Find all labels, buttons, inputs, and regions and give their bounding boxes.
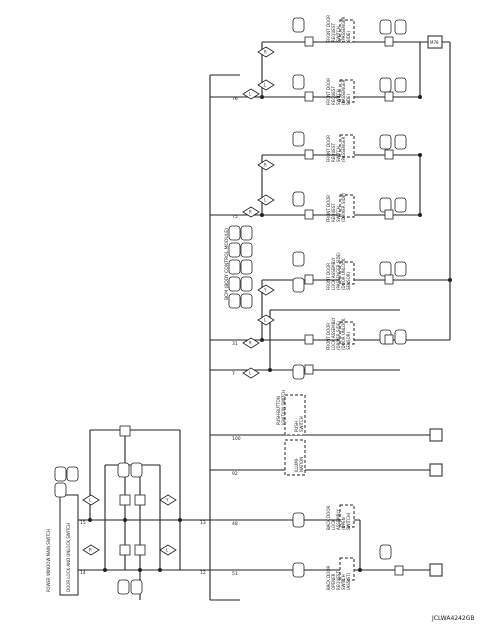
svg-text:(PASSENGER: (PASSENGER — [341, 16, 346, 42]
svg-text:BCM (BODY CONTROL MODULE): BCM (BODY CONTROL MODULE) — [224, 228, 230, 300]
svg-text:(PASSENGER SIDE): (PASSENGER SIDE) — [336, 252, 341, 290]
wire-color-flags: R L R L Y L R L R L — [242, 46, 275, 379]
svg-text:12: 12 — [200, 570, 206, 576]
svg-text:SWITCH: SWITCH — [336, 89, 341, 105]
svg-text:LOCK ASSEMBLY: LOCK ASSEMBLY — [331, 257, 336, 290]
svg-text:L: L — [264, 318, 267, 323]
svg-text:SWITCH: SWITCH — [336, 206, 341, 222]
svg-text:FRONT DOOR: FRONT DOOR — [326, 15, 331, 42]
svg-text:(ASSIST): (ASSIST) — [346, 572, 351, 590]
svg-text:76: 76 — [232, 96, 238, 102]
svg-text:SIDE): SIDE) — [346, 31, 351, 42]
svg-text:92: 92 — [232, 471, 238, 477]
svg-text:(PASSENGER: (PASSENGER — [341, 79, 346, 105]
component-fd-request-passenger-2: FRONT DOOR REQUEST SWITCH (PASSENGER SID… — [326, 78, 355, 105]
component-fd-lock-driver: FRONT DOOR LOCK ASSEMBLY (DRIVER SIDE) (… — [326, 317, 355, 350]
svg-text:OPENER: OPENER — [331, 573, 336, 590]
svg-text:LOCK ASSEMBLY: LOCK ASSEMBLY — [331, 317, 336, 350]
bcm-edge — [209, 74, 240, 601]
bcm-pin-labels: 31 7 75 76 — [232, 96, 238, 377]
svg-text:(DRIVER SIDE): (DRIVER SIDE) — [336, 321, 341, 350]
svg-text:31: 31 — [232, 341, 238, 347]
svg-text:BACK DOOR: BACK DOOR — [326, 506, 331, 530]
svg-text:SWITCH: SWITCH — [336, 146, 341, 162]
svg-text:(DOOR UNLOCK: (DOOR UNLOCK — [341, 258, 346, 290]
ground-connector: M78 — [427, 35, 443, 49]
svg-text:ASSEMBLY: ASSEMBLY — [336, 509, 341, 530]
junction-dots — [260, 95, 452, 372]
svg-text:ILLUMI-: ILLUMI- — [294, 457, 299, 472]
svg-text:SENSOR): SENSOR) — [346, 271, 351, 290]
svg-text:Y: Y — [165, 498, 169, 503]
svg-text:7: 7 — [232, 371, 235, 377]
svg-text:SWITCH: SWITCH — [336, 26, 341, 42]
svg-text:L: L — [249, 371, 252, 376]
svg-text:L: L — [166, 548, 169, 553]
svg-text:REQUEST: REQUEST — [331, 23, 336, 42]
svg-text:BACK DOOR: BACK DOOR — [326, 566, 331, 590]
svg-text:SWITCH: SWITCH — [341, 574, 346, 590]
svg-text:L: L — [264, 83, 267, 88]
component-fd-request-driver: FRONT DOOR REQUEST SWITCH (DRIVER SIDE) — [326, 193, 355, 222]
svg-text:FRONT DOOR: FRONT DOOR — [326, 195, 331, 222]
svg-text:SWITCH: SWITCH — [299, 416, 304, 432]
svg-text:100: 100 — [232, 436, 241, 442]
svg-text:LOCK: LOCK — [331, 519, 336, 530]
svg-text:R: R — [249, 210, 252, 215]
svg-text:75: 75 — [232, 214, 238, 220]
svg-text:L: L — [89, 498, 92, 503]
svg-text:51: 51 — [232, 571, 238, 577]
svg-text:(PASSENGER: (PASSENGER — [341, 136, 346, 162]
svg-text:POWER WINDOW MAIN SWITCH: POWER WINDOW MAIN SWITCH — [46, 529, 51, 592]
svg-text:DOOR LOCK AND UNLOCK SWITCH: DOOR LOCK AND UNLOCK SWITCH — [66, 523, 71, 592]
svg-text:(DRIVER SIDE): (DRIVER SIDE) — [341, 193, 346, 222]
svg-text:REQUEST: REQUEST — [331, 86, 336, 105]
svg-text:R: R — [249, 341, 252, 346]
svg-text:15: 15 — [80, 520, 86, 526]
push-button-section: PUSH SWITCH ILLUMI- NATION PUSH-BUTTON I… — [210, 390, 443, 477]
svg-text:SIDE): SIDE) — [346, 94, 351, 105]
svg-text:REQUEST: REQUEST — [331, 203, 336, 222]
svg-text:REQUEST: REQUEST — [336, 571, 341, 590]
diagram-code: JCLWA4242GB — [431, 615, 475, 622]
svg-text:R: R — [264, 163, 267, 168]
svg-text:FRONT DOOR: FRONT DOOR — [326, 135, 331, 162]
svg-text:SENSOR): SENSOR) — [346, 331, 351, 350]
svg-text:REQUEST: REQUEST — [331, 143, 336, 162]
svg-text:L: L — [249, 92, 252, 97]
svg-text:Y: Y — [263, 288, 267, 293]
svg-text:PUSH-BUTTON: PUSH-BUTTON — [276, 396, 281, 425]
svg-text:FRONT DOOR: FRONT DOOR — [326, 323, 331, 350]
svg-text:R: R — [264, 50, 267, 55]
svg-text:48: 48 — [232, 521, 238, 527]
svg-text:FRONT DOOR: FRONT DOOR — [326, 78, 331, 105]
svg-text:L: L — [264, 198, 267, 203]
svg-text:R: R — [89, 548, 92, 553]
component-fd-request-assist: FRONT DOOR REQUEST SWITCH (PASSENGER SID… — [326, 15, 355, 43]
back-door-section: BACK DOOR LOCK ASSEMBLY (OPEN SWITCH) BA… — [210, 504, 443, 590]
svg-text:SWITCH): SWITCH) — [346, 512, 351, 530]
bcm-connector-pills — [228, 225, 253, 309]
svg-text:IGNITION SWITCH: IGNITION SWITCH — [281, 390, 286, 425]
pin-boxes-upper — [304, 36, 394, 375]
svg-text:NATION: NATION — [299, 457, 304, 472]
svg-text:(OPEN: (OPEN — [341, 517, 346, 530]
svg-text:13: 13 — [200, 520, 206, 526]
svg-text:PUSH: PUSH — [294, 421, 299, 432]
svg-text:FRONT DOOR: FRONT DOOR — [326, 263, 331, 290]
bcm-title: BCM (BODY CONTROL MODULE) — [224, 228, 230, 300]
component-fd-request-passenger: FRONT DOOR REQUEST SWITCH (PASSENGER — [326, 134, 355, 162]
svg-text:14: 14 — [80, 570, 86, 576]
power-window-switch: DOOR LOCK AND UNLOCK SWITCH POWER WINDOW… — [46, 425, 210, 600]
component-fd-lock-passenger: FRONT DOOR LOCK ASSEMBLY (PASSENGER SIDE… — [326, 252, 355, 290]
svg-text:(DOOR UNLOCK: (DOOR UNLOCK — [341, 318, 346, 350]
svg-text:M78: M78 — [430, 40, 439, 45]
connector-pills-upper — [292, 17, 407, 380]
